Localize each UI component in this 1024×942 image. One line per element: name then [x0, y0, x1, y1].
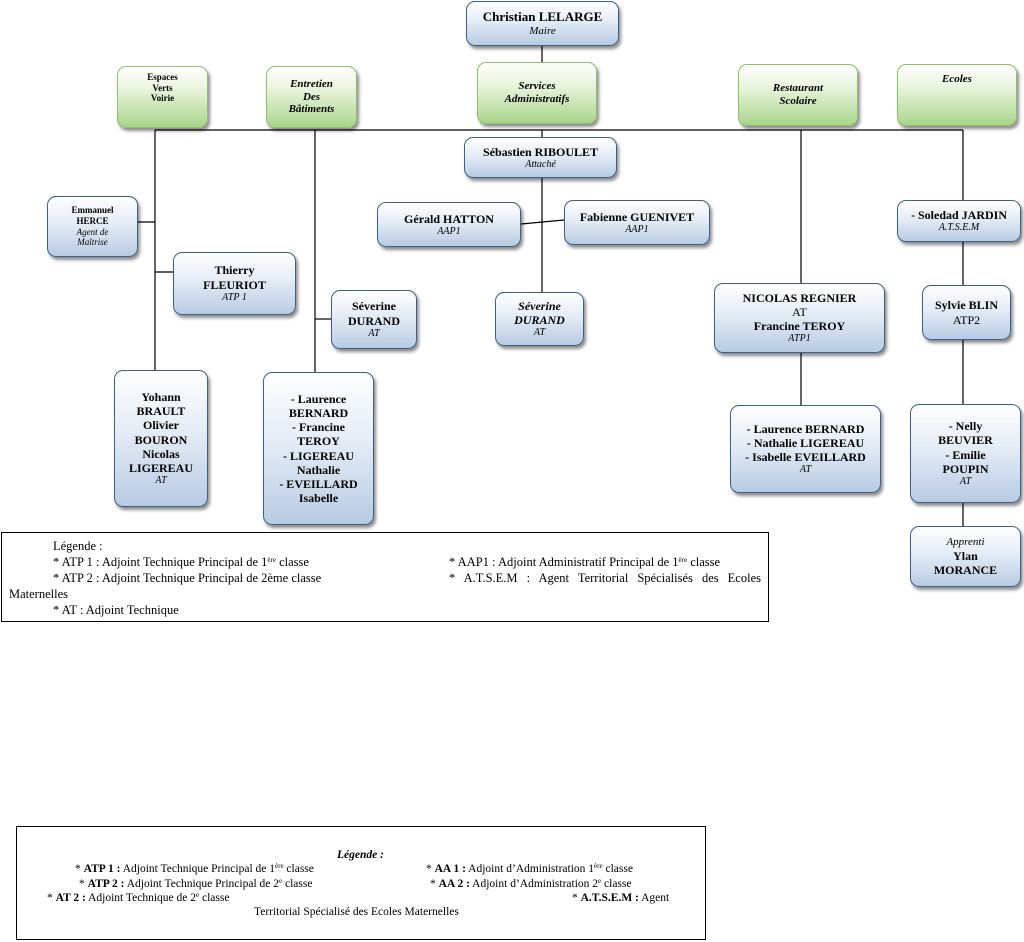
- hatton-box: Gérald HATTON AAP1: [377, 202, 521, 247]
- person-title: ATP2: [952, 312, 981, 327]
- legend-atsem: * A.T.S.E.M : Agent Territorial Spéciali…: [449, 571, 761, 585]
- legend-aa2: * AA 2 : Adjoint d’Administration 2e cla…: [430, 877, 632, 891]
- blin-box: Sylvie BLIN ATP2: [922, 285, 1011, 340]
- batiments-durand-box: Séverine DURAND AT: [331, 290, 417, 349]
- legend-aa1: * AA 1 : Adjoint d’Administration 1ère c…: [426, 862, 633, 876]
- legend-box-1: Légende : * ATP 1 : Adjoint Technique Pr…: [1, 532, 769, 622]
- service-label: Services Administratifs: [504, 80, 570, 105]
- legend-title: Légende :: [337, 849, 384, 861]
- person-name: - Soledad JARDIN: [910, 208, 1007, 223]
- person-name: Séverine DURAND: [348, 299, 400, 328]
- batiments-team-box: - Laurence BERNARD - Francine TEROY - LI…: [263, 372, 374, 525]
- service-entretien-batiments: Entretien Des Bâtiments: [266, 66, 357, 128]
- person-name: Fabienne GUENIVET: [579, 209, 695, 224]
- person-title: Attaché: [525, 158, 556, 170]
- person-name: NICOLAS REGNIER: [742, 290, 857, 305]
- legend-at2: * AT 2 : Adjoint Technique de 2e classe: [47, 891, 230, 905]
- person-names: - Laurence BERNARD - Francine TEROY - LI…: [279, 391, 358, 505]
- legend-atp2: * ATP 2 : Adjoint Technique Principal de…: [79, 877, 313, 891]
- legend-at: * AT : Adjoint Technique: [53, 603, 179, 617]
- admin-chief-box: Sébastien RIBOULET Attaché: [464, 137, 617, 178]
- person-title: Apprenti: [946, 535, 985, 548]
- mayor-name: Christian LELARGE: [482, 9, 603, 25]
- person-title: AT: [799, 464, 812, 476]
- guenivet-box: Fabienne GUENIVET AAP1: [564, 200, 710, 245]
- service-label: Entretien Des Bâtiments: [288, 77, 335, 116]
- person-names: - Nelly BEUVIER - Emilie POUPIN: [938, 419, 993, 476]
- service-label: Espaces Verts Voirie: [147, 72, 178, 104]
- legend-atp1: * ATP 1 : Adjoint Technique Principal de…: [53, 555, 309, 569]
- service-label: Ecoles: [942, 73, 972, 85]
- ecoles-team-box: - Nelly BEUVIER - Emilie POUPIN AT: [910, 404, 1021, 503]
- person-title: Agent de Maîtrise: [76, 226, 109, 248]
- legend-atsem-wrap: Territorial Spécialisé des Ecoles Matern…: [254, 906, 459, 918]
- service-restaurant-scolaire: Restaurant Scolaire: [738, 64, 858, 126]
- person-name: Ylan MORANCE: [933, 548, 998, 577]
- legend-box-2: Légende : * ATP 1 : Adjoint Technique Pr…: [16, 826, 706, 940]
- person-title: A.T.S.E.M: [938, 222, 980, 234]
- person-name: Séverine DURAND: [514, 298, 565, 328]
- person-name: Sébastien RIBOULET: [482, 144, 599, 159]
- service-label: Restaurant Scolaire: [772, 82, 824, 107]
- restaurant-team-box: - Laurence BERNARD - Nathalie LIGEREAU -…: [730, 405, 881, 493]
- admin-durand-box: Séverine DURAND AT: [495, 292, 584, 346]
- mayor-title: Maire: [529, 24, 556, 37]
- jardin-box: - Soledad JARDIN A.T.S.E.M: [897, 200, 1021, 242]
- service-espaces-verts-voirie: Espaces Verts Voirie: [117, 66, 208, 128]
- person-title: AT: [792, 305, 807, 320]
- apprenti-box: Apprenti Ylan MORANCE: [910, 526, 1021, 587]
- fleuriot-box: Thierry FLEURIOT ATP 1: [173, 252, 296, 315]
- legend-atp1: * ATP 1 : Adjoint Technique Principal de…: [75, 862, 314, 876]
- person-title: ATP1: [788, 333, 811, 345]
- person-name: Emmanuel HERCE: [71, 205, 114, 226]
- service-services-administratifs: Services Administratifs: [477, 62, 597, 124]
- herce-box: Emmanuel HERCE Agent de Maîtrise: [47, 196, 138, 257]
- restaurant-lead-box: NICOLAS REGNIER AT Francine TEROY ATP1: [714, 283, 885, 353]
- person-title: ATP 1: [222, 291, 247, 303]
- person-names: Yohann BRAULT Olivier BOURON Nicolas LIG…: [128, 390, 193, 475]
- person-title: AT: [959, 475, 972, 487]
- legend-atp2: * ATP 2 : Adjoint Technique Principal de…: [53, 571, 322, 585]
- espaces-team-box: Yohann BRAULT Olivier BOURON Nicolas LIG…: [114, 370, 208, 507]
- person-name: Sylvie BLIN: [934, 298, 998, 313]
- person-name: Gérald HATTON: [404, 211, 494, 226]
- legend-aap1: * AAP1 : Adjoint Administratif Principal…: [449, 555, 721, 569]
- service-ecoles: Ecoles: [897, 64, 1017, 126]
- person-names: - Laurence BERNARD - Nathalie LIGEREAU -…: [745, 421, 866, 465]
- person-title: AT: [368, 327, 380, 339]
- person-name: Francine TEROY: [753, 319, 846, 334]
- person-title: AT: [155, 475, 167, 487]
- person-title: AT: [533, 327, 546, 339]
- legend-title: Légende :: [53, 539, 103, 553]
- legend-atsem: * A.T.S.E.M : Agent: [572, 892, 670, 904]
- person-title: AAP1: [437, 225, 461, 237]
- person-name: Thierry FLEURIOT: [203, 263, 266, 292]
- mayor-box: Christian LELARGE Maire: [466, 1, 619, 46]
- person-title: AAP1: [625, 223, 649, 235]
- legend-atsem-wrap: Maternelles: [9, 587, 69, 601]
